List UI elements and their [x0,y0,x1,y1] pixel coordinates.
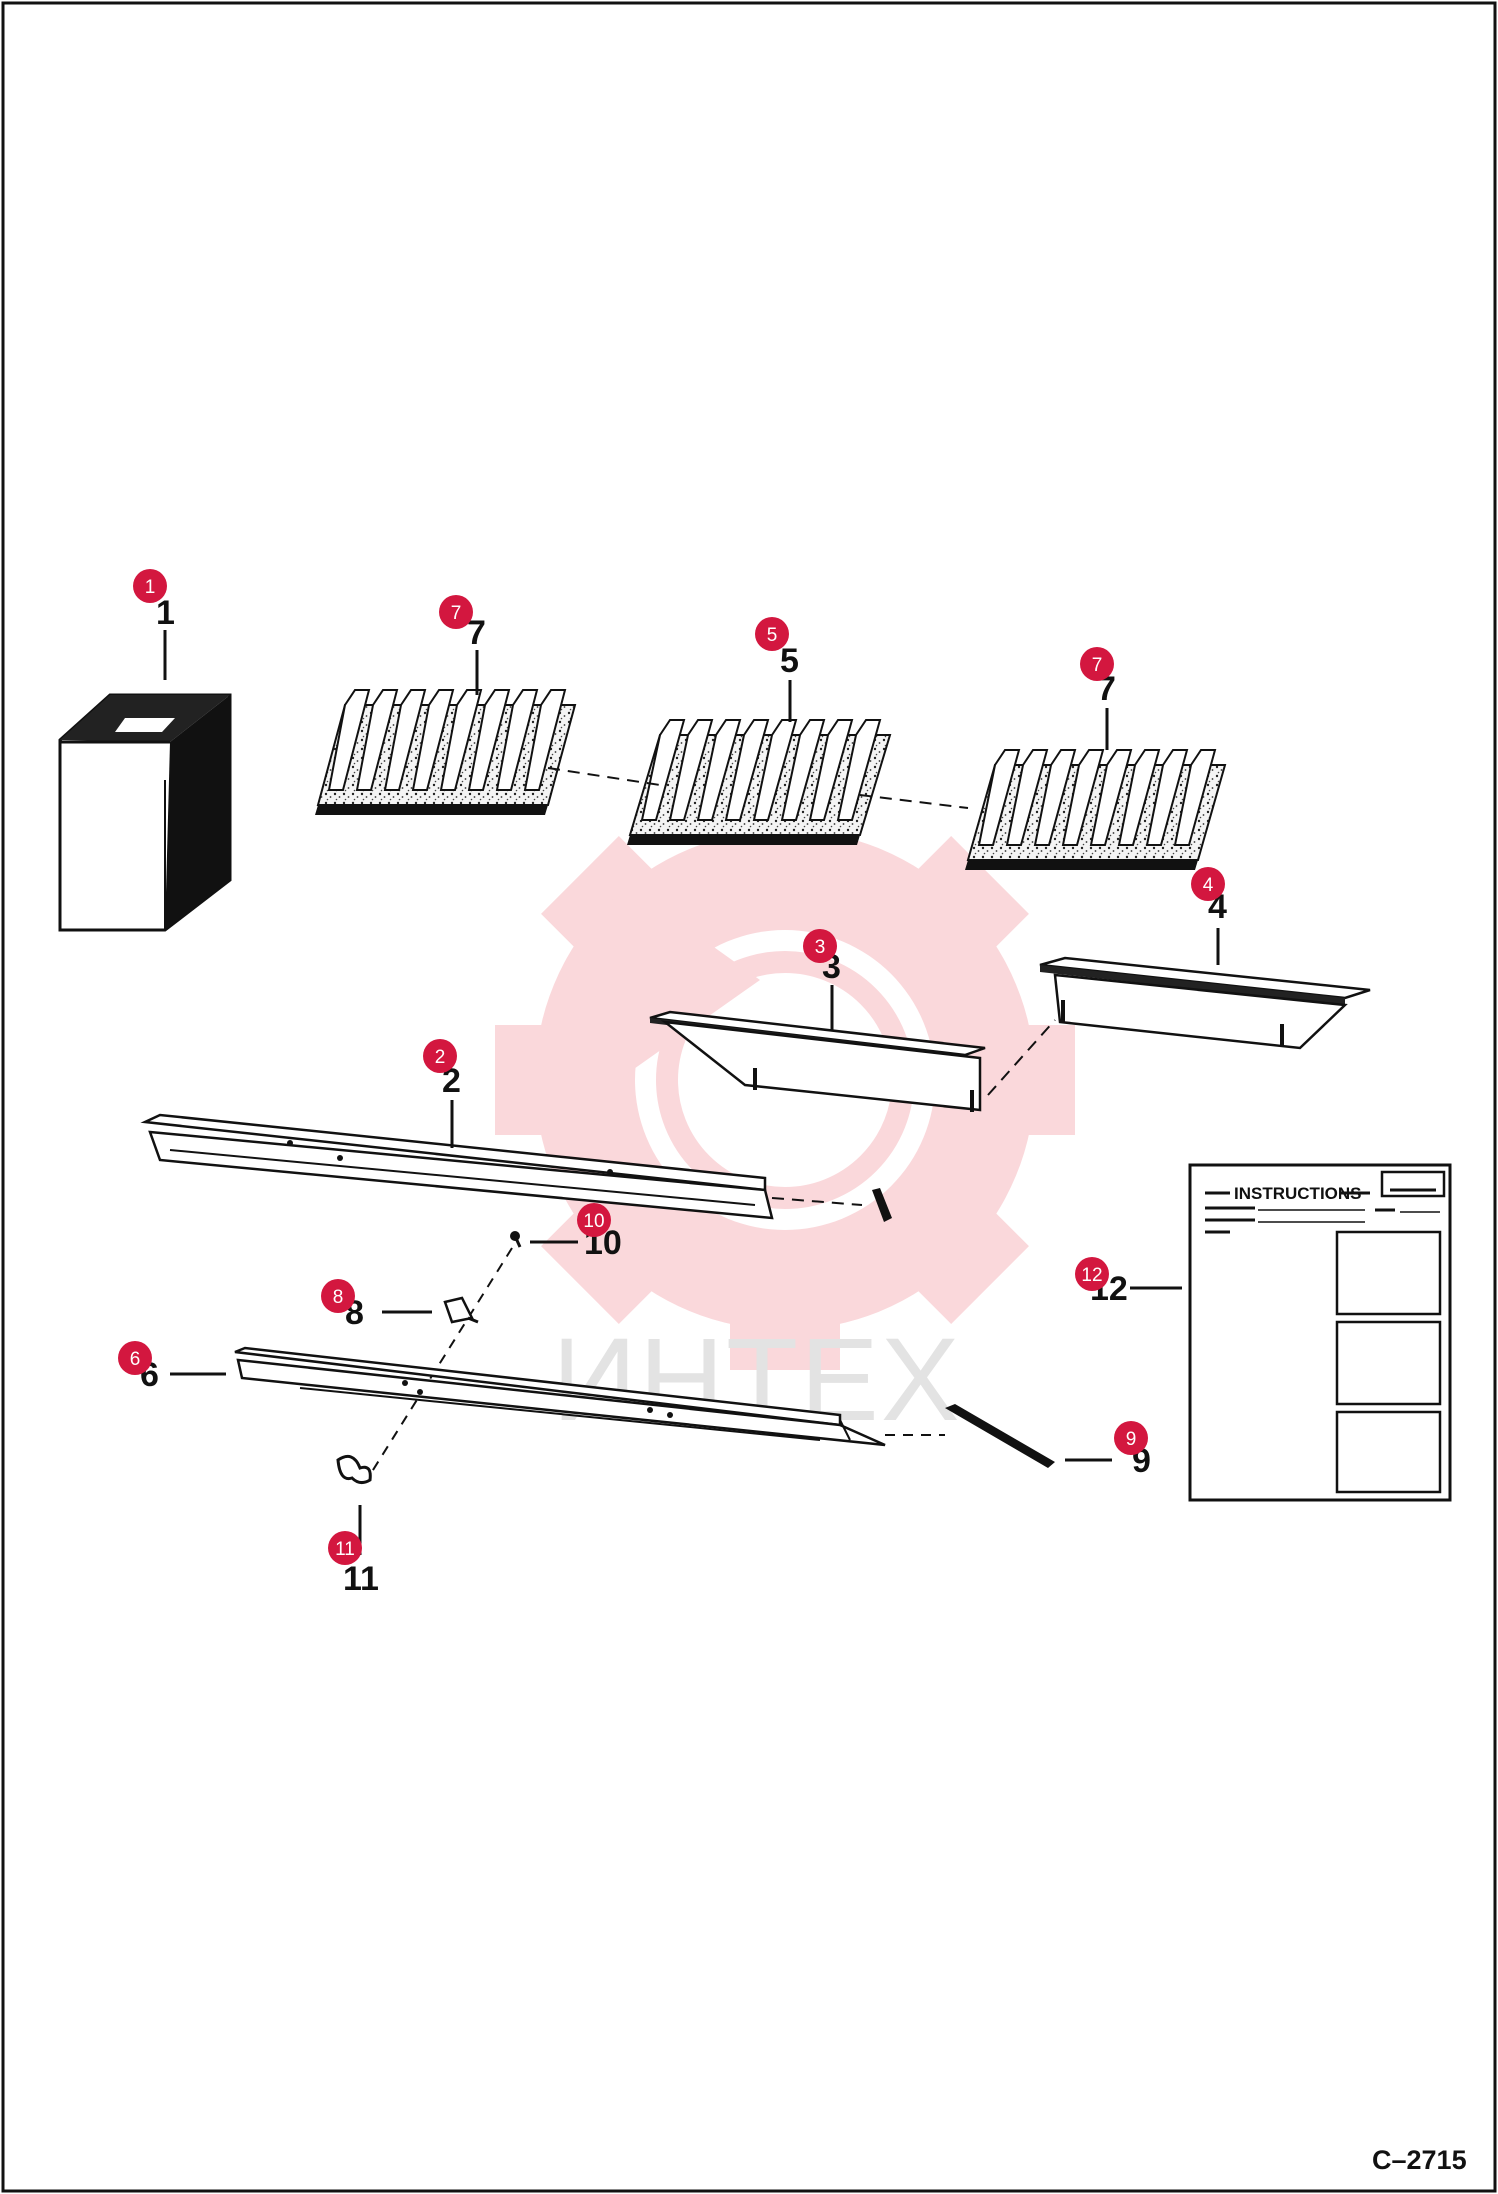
badge-10: 10 [577,1203,611,1237]
svg-text:7: 7 [1092,655,1103,676]
dash-connector-3-4 [987,1019,1056,1096]
dash-connector-2 [771,1197,863,1206]
part-number-11: 11 [343,1560,379,1598]
svg-text:7: 7 [451,603,462,624]
badge-11: 11 [328,1531,362,1565]
badge-6: 6 [118,1341,152,1375]
drawing-code: C–2715 [1372,2145,1467,2175]
instructions-title: INSTRUCTIONS [1234,1184,1362,1203]
spring-upper [872,1188,892,1222]
dash-connector-5-7 [859,794,969,809]
part-11-knob [336,1454,372,1485]
part-10-screw [510,1231,522,1248]
badge-5: 5 [755,617,789,651]
dash-assembly-line [367,1247,513,1479]
badge-9: 9 [1114,1421,1148,1455]
part-3-bracket [649,1010,986,1112]
callout-badges: 1 7 5 7 4 3 2 10 [118,569,1225,1565]
badge-7-left: 7 [439,595,473,629]
part-7-foam-panel-left [315,689,577,815]
part-number-1: 1 [156,594,175,632]
badge-7-right: 7 [1080,647,1114,681]
part-7-foam-panel-right [965,749,1227,870]
badge-4: 4 [1191,867,1225,901]
svg-text:2: 2 [435,1047,446,1068]
svg-text:9: 9 [1126,1429,1137,1450]
part-4-bracket [1039,956,1371,1050]
part-6-channel [234,1346,886,1447]
svg-text:10: 10 [583,1211,604,1232]
badge-3: 3 [803,929,837,963]
svg-text:5: 5 [767,625,778,646]
part-8-clip [443,1296,479,1324]
svg-text:11: 11 [335,1539,355,1560]
badge-8: 8 [321,1279,355,1313]
part-1-box [58,693,232,932]
svg-text:4: 4 [1203,875,1214,896]
part-2-channel [140,1113,774,1220]
part-5-foam-panel-center [627,719,892,845]
badge-2: 2 [423,1039,457,1073]
part-number-5: 5 [780,642,799,680]
part-number-7-left: 7 [467,614,486,652]
badge-12: 12 [1075,1257,1109,1291]
svg-text:1: 1 [145,577,156,598]
svg-text:8: 8 [333,1287,344,1308]
svg-text:6: 6 [130,1349,141,1370]
dash-connector-7-5 [547,767,661,786]
svg-text:12: 12 [1081,1265,1102,1286]
part-12-instructions-sheet: INSTRUCTIONS [1188,1163,1452,1502]
svg-text:3: 3 [815,937,826,958]
badge-1: 1 [133,569,167,603]
part-9-spring [945,1404,1055,1468]
